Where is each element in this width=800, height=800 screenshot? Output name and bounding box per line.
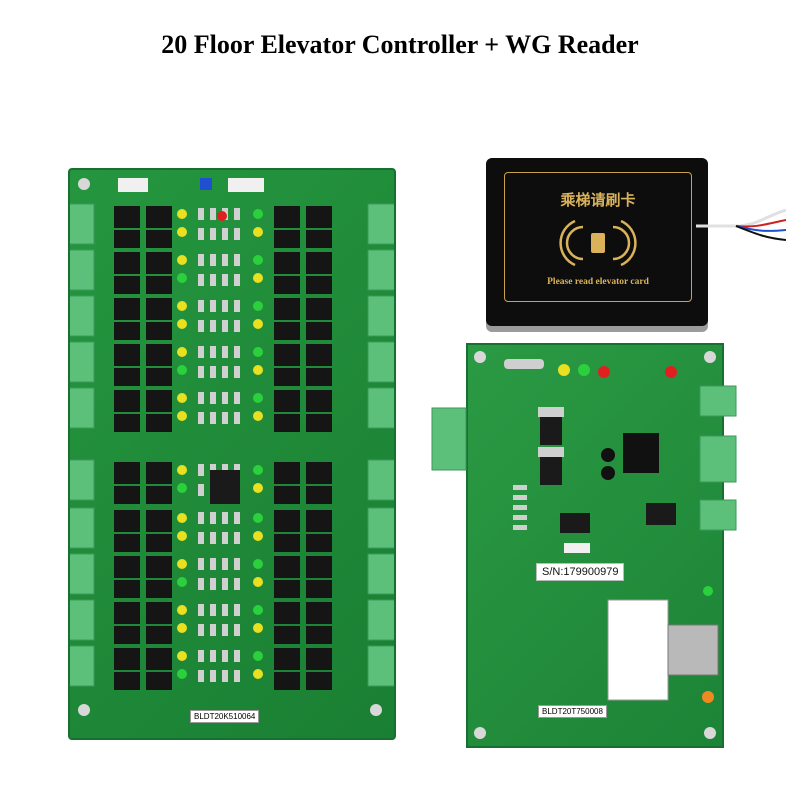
serial-number-sticker: S/N:179900979 [536,563,625,581]
board-sticker: BLDT20K510064 [190,710,260,723]
board-sticker: BLDT20T750008 [538,705,607,718]
elevator-controller-graphic [70,178,394,716]
wg-reader-board-graphic [474,351,719,739]
wg-reader-board: S/N:179900979 BLDT20T750008 [466,343,724,748]
elevator-controller-board: BLDT20K510064 [68,168,396,740]
reader-chinese-text: 乘梯请刷卡 [560,191,636,209]
page-title: 20 Floor Elevator Controller + WG Reader [161,30,639,59]
reader-english-text: Please read elevator card [547,277,649,287]
rfid-wave-icon [559,219,637,267]
reader-cable [696,208,786,241]
reader-frame: 乘梯请刷卡 Please read elevator card [504,172,692,302]
wg-card-reader: 乘梯请刷卡 Please read elevator card [486,158,786,326]
